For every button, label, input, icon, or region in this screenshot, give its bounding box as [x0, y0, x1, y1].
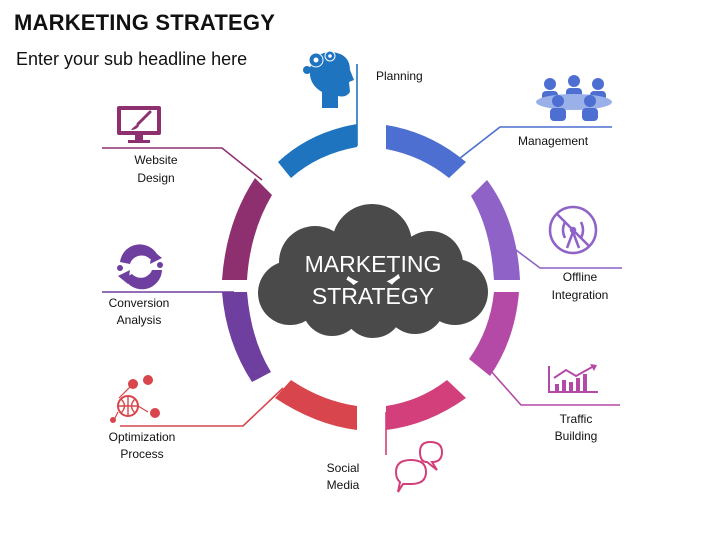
connector-offline [499, 237, 622, 269]
label-website-line1: Website [134, 153, 177, 167]
connector-management [454, 126, 612, 163]
label-social-line1: Social [327, 461, 360, 475]
connector-optimization [120, 387, 284, 427]
segment-website-design [222, 178, 272, 280]
label-traffic-line2: Building [555, 429, 598, 443]
label-planning: Planning [376, 69, 423, 83]
center-title-line2: STRATEGY [312, 283, 434, 309]
segment-conversion-analysis [222, 292, 271, 382]
globe-network-icon [110, 375, 160, 423]
segment-social-media [386, 380, 466, 430]
page-title: MARKETING STRATEGY [14, 10, 276, 35]
label-management: Management [518, 134, 589, 148]
label-conversion-line1: Conversion [109, 296, 170, 310]
label-website-line2: Design [137, 171, 174, 185]
chat-bubbles-icon [394, 440, 444, 493]
center-title-line1: MARKETING [305, 251, 442, 277]
label-optimization-line2: Process [120, 447, 163, 461]
segment-management [386, 125, 466, 178]
label-traffic-line1: Traffic [560, 412, 593, 426]
label-offline-line2: Integration [552, 288, 609, 302]
connector-website [102, 147, 263, 181]
no-signal-icon [548, 205, 598, 255]
label-social-line2: Media [327, 478, 360, 492]
refresh-cycle-icon [117, 244, 163, 290]
connector-traffic [489, 369, 620, 406]
connector-lines [102, 64, 622, 455]
rising-chart-icon [548, 364, 598, 393]
team-meeting-icon [536, 75, 612, 121]
label-offline-line1: Offline [563, 270, 598, 284]
segment-planning [278, 124, 357, 178]
head-gears-icon [303, 50, 354, 108]
segment-offline-integration [471, 180, 520, 280]
page-subtitle: Enter your sub headline here [16, 49, 248, 69]
segment-optimization-process [275, 380, 357, 430]
label-optimization-line1: Optimization [109, 430, 176, 444]
monitor-brush-icon [117, 106, 161, 143]
center-cloud: MARKETING STRATEGY [258, 204, 488, 338]
label-conversion-line2: Analysis [117, 313, 162, 327]
segment-traffic-building [469, 292, 519, 376]
